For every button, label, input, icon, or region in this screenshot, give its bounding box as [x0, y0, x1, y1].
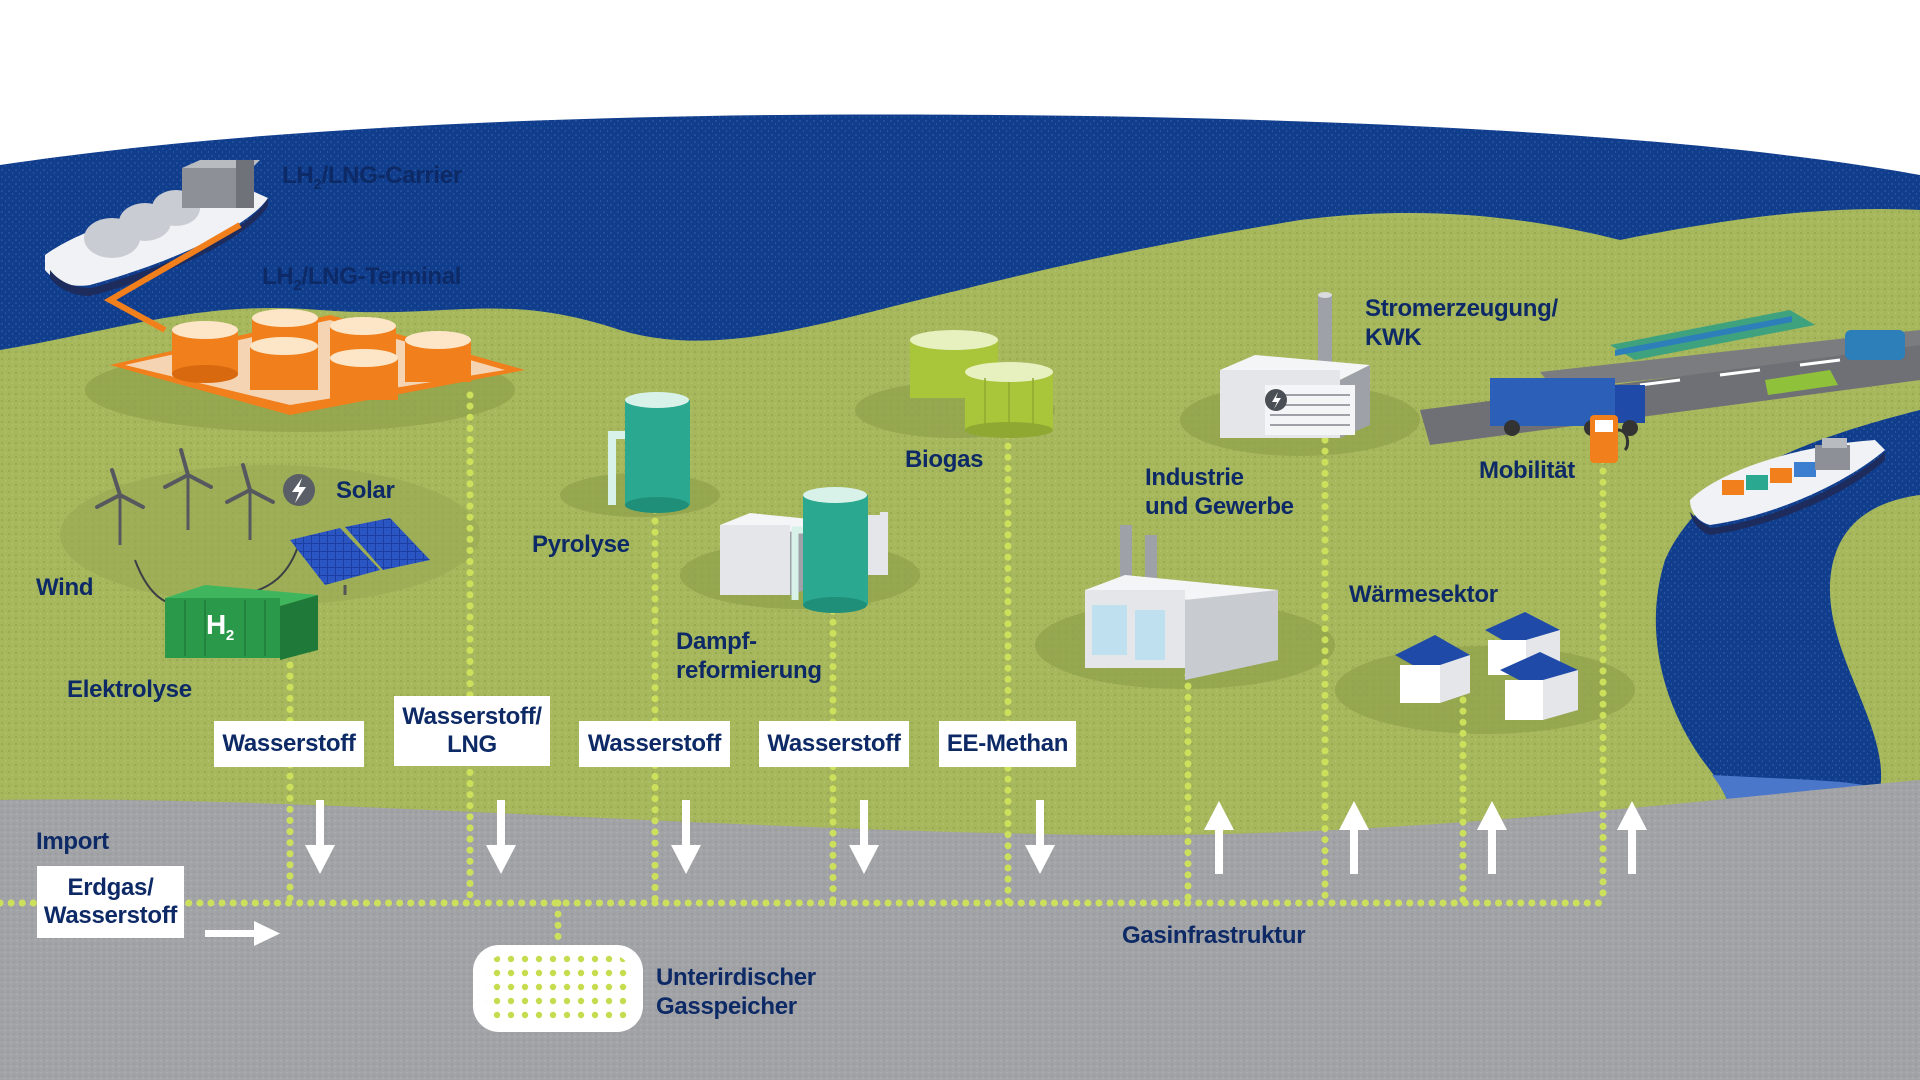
industrial-plant	[1085, 525, 1278, 680]
ee-methan-box: EE-Methan	[939, 721, 1076, 767]
waermesektor-label: Wärmesektor	[1349, 581, 1498, 608]
wasserstoff-box-pyrolyse: Wasserstoff	[579, 721, 730, 767]
terminal-label: LH2/LNG-Terminal	[262, 263, 462, 294]
houses	[1395, 612, 1578, 720]
pyrolysis-tank	[608, 392, 690, 513]
stromerzeugung-label: Stromerzeugung/ KWK	[1365, 295, 1558, 351]
lightning-icon	[283, 474, 315, 506]
carrier-label: LH2/LNG-Carrier	[282, 162, 462, 193]
container-ship	[1690, 438, 1885, 535]
electrolysis-container	[165, 585, 318, 660]
wasserstoff-box-dampf: Wasserstoff	[759, 721, 909, 767]
arrow-up-icon	[1339, 801, 1369, 874]
industrie-label: Industrie und Gewerbe	[1145, 464, 1294, 520]
pipeline-network	[0, 391, 1609, 949]
gasinfrastruktur-label: Gasinfrastruktur	[1122, 922, 1306, 949]
arrow-down-icon	[849, 800, 879, 874]
lng-carrier-ship	[45, 160, 268, 296]
power-plant	[1220, 292, 1370, 438]
steam-reforming-plant	[720, 487, 888, 613]
arrow-down-icon	[671, 800, 701, 874]
gasspeicher-label: Unterirdischer Gasspeicher	[656, 964, 816, 1020]
solar-panels	[290, 518, 430, 595]
arrow-down-icon	[486, 800, 516, 874]
lng-terminal	[110, 309, 525, 415]
arrow-down-icon	[305, 800, 335, 874]
erdgas-wasserstoff-box: Erdgas/ Wasserstoff	[37, 866, 184, 938]
biogas-label: Biogas	[905, 446, 984, 473]
h2-container-label: H2	[206, 609, 234, 644]
wind-label: Wind	[36, 574, 94, 601]
terminal-pipeline	[103, 222, 242, 333]
import-label: Import	[36, 828, 109, 855]
pyrolyse-label: Pyrolyse	[532, 531, 630, 558]
biogas-tanks	[910, 330, 1053, 438]
arrow-down-icon	[1025, 800, 1055, 874]
arrow-up-icon	[1617, 801, 1647, 874]
flow-arrows	[205, 800, 1647, 946]
wasserstoff-box-elektrolyse: Wasserstoff	[214, 721, 364, 767]
solar-label: Solar	[336, 477, 395, 504]
dampfreformierung-label: Dampf- reformierung	[676, 628, 822, 684]
arrow-right-icon	[205, 921, 280, 946]
arrow-up-icon	[1204, 801, 1234, 874]
arrow-up-icon	[1477, 801, 1507, 874]
wasserstoff-lng-box: Wasserstoff/ LNG	[394, 696, 550, 766]
mobility	[1420, 310, 1920, 463]
gas-storage-cavern	[473, 945, 643, 1032]
elektrolyse-label: Elektrolyse	[67, 676, 192, 703]
mobilitaet-label: Mobilität	[1479, 457, 1575, 484]
